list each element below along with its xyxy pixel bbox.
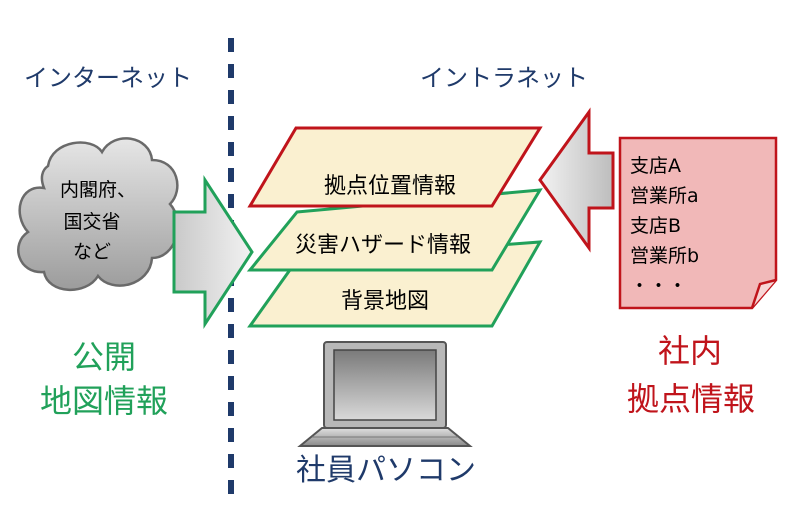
layer-locations: [247, 126, 543, 208]
intranet-label: イントラネット: [420, 64, 588, 92]
document-lines: 支店A 営業所a 支店B 営業所b ・・・: [630, 155, 699, 297]
layer-background-map-label: 背景地図: [341, 289, 429, 314]
document-line: 営業所b: [630, 245, 699, 267]
cloud-text-line3: など: [73, 241, 111, 263]
cloud-text-line2: 国交省: [63, 211, 120, 233]
layer-locations-label: 拠点位置情報: [324, 174, 456, 199]
document-line: 支店A: [630, 155, 681, 177]
layer-hazard-label: 災害ハザード情報: [295, 233, 471, 258]
laptop-icon: [297, 341, 473, 447]
public-map-label-line1: 公開: [72, 338, 136, 376]
internal-data-arrow: [538, 107, 615, 253]
internal-info-label-line1: 社内: [658, 332, 722, 370]
cloud-icon: [17, 137, 179, 291]
document-line: ・・・: [630, 275, 687, 297]
document-line: 営業所a: [630, 185, 699, 207]
internal-info-label-line2: 拠点情報: [627, 380, 755, 418]
internet-label: インターネット: [24, 64, 192, 92]
pc-label: 社員パソコン: [296, 453, 476, 488]
public-map-label-line2: 地図情報: [40, 382, 168, 420]
document-icon: [618, 136, 778, 310]
cloud-text-line1: 内閣府、: [60, 179, 136, 201]
public-map-arrow: [172, 174, 254, 330]
document-line: 支店B: [630, 215, 681, 237]
